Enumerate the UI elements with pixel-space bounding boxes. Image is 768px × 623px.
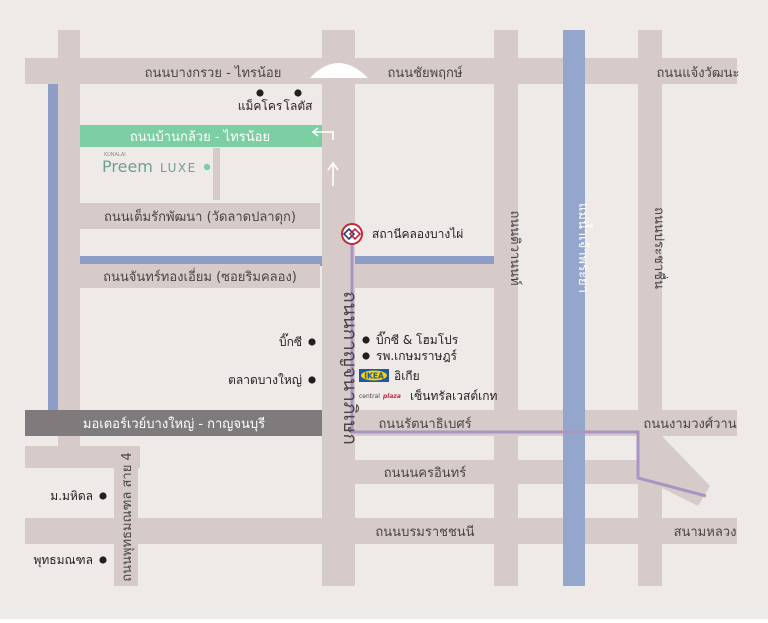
- logo-dot-icon: [203, 163, 211, 171]
- poi-bigc-west: บิ๊กซี: [279, 333, 302, 349]
- label-motorway: มอเตอร์เวย์บางใหญ่ - กาญจนบุรี: [83, 416, 265, 432]
- label-phutthamonthon-sai-4: ถนนพุทธมณฑล สาย 4: [120, 452, 135, 582]
- station-icon-left-diamond: [342, 227, 356, 241]
- poi-dot-bigc-homepro: [362, 336, 370, 344]
- label-bang-kruai-sai-noi: ถนนบางกรวย - ไทรน้อย: [145, 65, 282, 81]
- poi-central-westgate: เซ็นทรัลเวสต์เกท: [410, 388, 497, 403]
- poi-dot-mahidol: [99, 492, 107, 500]
- central-logo-text: central: [359, 393, 380, 400]
- logo-preem: Preem: [102, 157, 153, 176]
- label-chaeng-watthana: ถนนแจ้งวัฒนะ: [657, 66, 740, 81]
- label-prachachuen: ถนนประชาชื่น: [651, 207, 668, 289]
- road-kanchanaphisek: [322, 30, 355, 586]
- ikea-logo-text: IKEA: [364, 372, 384, 381]
- logo-luxe: LUXE: [160, 161, 197, 175]
- label-station: สถานีคลองบางไผ่: [372, 227, 463, 241]
- poi-talat-bang-yai: ตลาดบางใหญ่: [228, 373, 302, 387]
- label-kanchanaphisek: ถนนกาญจนาภิเษก: [339, 291, 361, 445]
- poi-mahidol: ม.มหิดล: [50, 489, 93, 503]
- road-project-soi: [213, 148, 220, 200]
- road-ban-kluai-sai-noi: [80, 125, 322, 147]
- label-chao-phraya-river: แม่น้ำเจ้าพระยา: [575, 203, 593, 293]
- label-chan-thong-iam: ถนนจันทร์ทองเอี่ยม (ซอยริมคลอง): [103, 268, 297, 285]
- poi-ikea: อิเกีย: [394, 369, 420, 383]
- interchange-overpass: [310, 63, 368, 78]
- poi-dot-kasemrad: [362, 352, 370, 360]
- road-bang-kruai-sai-noi: [25, 58, 737, 84]
- logo-kunalai: KUNALAI: [104, 152, 126, 158]
- station-icon: [341, 223, 363, 245]
- label-tiwanon: ถนนติวานนท์: [507, 210, 523, 285]
- poi-dot-bigc-west: [308, 338, 316, 346]
- poi-dot-lotus: [294, 89, 302, 97]
- station-icon-right-diamond: [348, 227, 362, 241]
- label-ngamwongwan: ถนนงามวงศ์วาน: [643, 416, 736, 432]
- road-prachachuen: [638, 30, 662, 586]
- road-chan-thong-iam: [80, 264, 320, 288]
- label-nakhon-in: ถนนนครอินทร์: [384, 465, 466, 481]
- label-ban-kluai-sai-noi: ถนนบ้านกล้วย - ไทรน้อย: [130, 129, 270, 145]
- poi-kasemrad: รพ.เกษมราษฎร์: [376, 349, 458, 363]
- poi-bigc-homepro: บิ๊กซี & โฮมโปร: [376, 331, 459, 347]
- label-chaiyaphruek: ถนนชัยพฤกษ์: [388, 65, 463, 81]
- chao-phraya-river: [563, 30, 585, 586]
- road-phutthamonthon-sai-4: [114, 446, 138, 586]
- canal-left: [48, 82, 58, 412]
- plaza-logo-text: plaza: [382, 393, 401, 400]
- road-motorway: [25, 410, 322, 436]
- ikea-logo-oval: [361, 370, 387, 381]
- road-borommaratchachonnani: [25, 518, 737, 544]
- road-tem-rak-phatthana: [80, 203, 320, 229]
- road-west-vertical: [58, 30, 80, 446]
- label-borommaratchachonnani: ถนนบรมราชชนนี: [375, 524, 474, 540]
- arrow-turn-left-icon: [314, 131, 334, 140]
- label-rattanathibet: ถนนรัตนาธิเบศร์: [378, 416, 471, 432]
- poi-phutthamonthon: พุทธมณฑล: [33, 553, 93, 568]
- rail-purple-line: [350, 234, 707, 498]
- arrow-turn-left-head-icon: [311, 127, 319, 137]
- road-chan-thong-iam-east: [355, 264, 495, 288]
- label-tem-rak-phatthana: ถนนเต็มรักพัฒนา (วัดลาดปลาดุก): [104, 207, 296, 225]
- road-stub-left: [25, 446, 140, 468]
- poi-dot-phutthamonthon: [99, 556, 107, 564]
- road-diagonal: [638, 436, 710, 506]
- poi-dot-talat-bang-yai: [308, 376, 316, 384]
- label-sanam-luang: สนามหลวง: [674, 525, 737, 540]
- poi-lotus: โลตัส: [284, 99, 314, 113]
- poi-dot-makro: [256, 89, 264, 97]
- arrow-up-head-icon: [327, 161, 339, 171]
- canal-horizontal: [78, 256, 494, 266]
- road-tiwanon: [494, 30, 518, 586]
- poi-makro: แม็คโคร: [238, 98, 283, 113]
